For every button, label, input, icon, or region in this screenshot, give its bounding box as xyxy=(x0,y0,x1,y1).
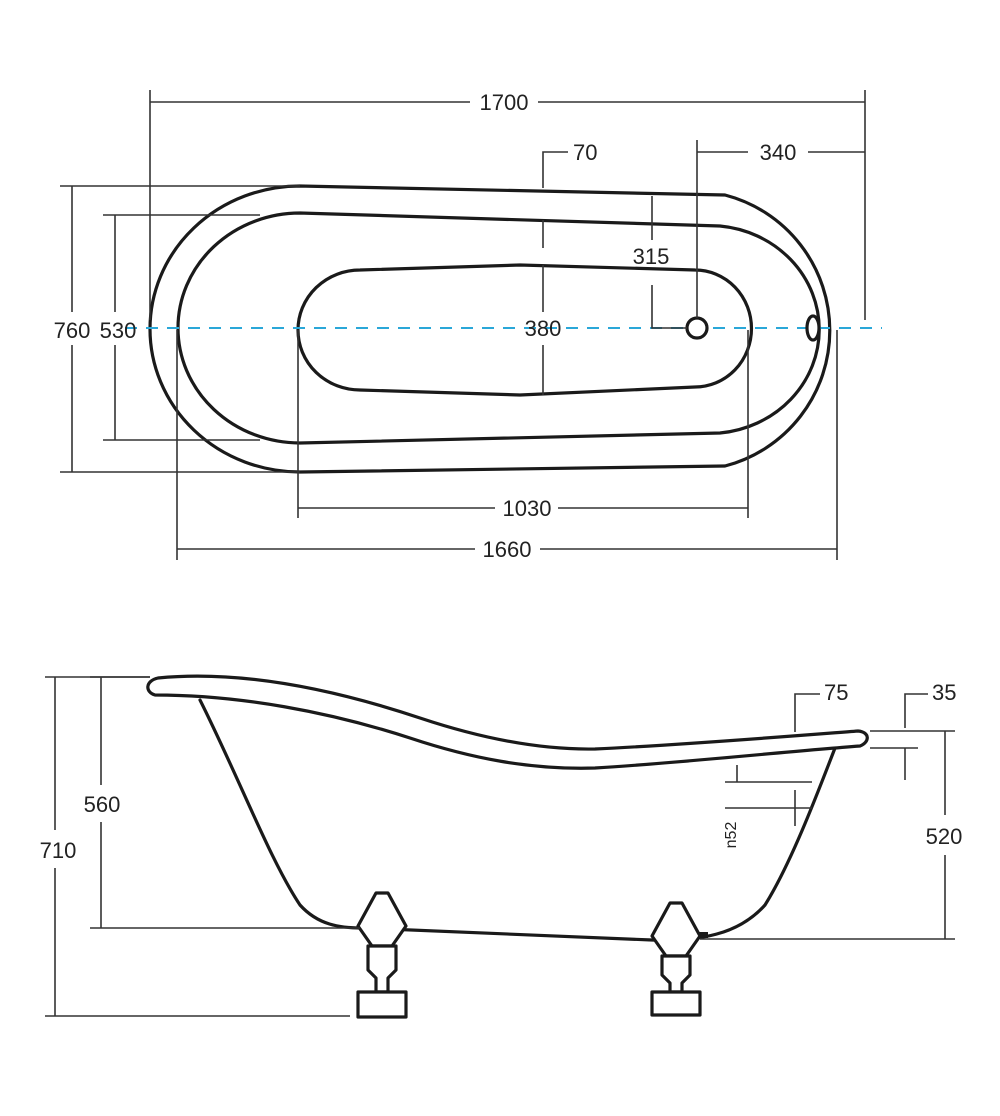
bottom-width-label: 380 xyxy=(525,316,562,341)
inner-length-label: 1660 xyxy=(483,537,532,562)
dimension-body-height: 520 xyxy=(700,730,963,940)
drain-depth-label: 315 xyxy=(633,244,670,269)
dimension-bottom-width: 380 xyxy=(525,265,562,395)
dimension-rim-width: 70 xyxy=(542,140,597,248)
left-foot xyxy=(356,891,408,1019)
dimension-overall-height: 710 xyxy=(40,676,350,1017)
dimension-rim-overhang: 35 xyxy=(870,680,956,780)
dimension-inner-height: 560 xyxy=(84,676,360,929)
dimension-bottom-length: 1030 xyxy=(297,330,749,521)
rim-width-label: 70 xyxy=(573,140,597,165)
overall-length-label: 1700 xyxy=(480,90,529,115)
inner-height-label: 560 xyxy=(84,792,121,817)
drain-offset-label: 340 xyxy=(760,140,797,165)
rim-outline xyxy=(146,674,869,770)
inner-rim-outline xyxy=(176,211,821,445)
bottom-length-label: 1030 xyxy=(503,496,552,521)
side-view: 710 560 520 75 35 xyxy=(40,674,963,1019)
drain-icon xyxy=(685,316,709,340)
outer-rim-outline xyxy=(148,184,832,474)
overflow-icon xyxy=(805,314,821,342)
dimension-drain-offset: 340 xyxy=(696,140,865,318)
overflow-diameter-label: n52 xyxy=(723,822,740,849)
dimension-overflow-diameter: n52 xyxy=(723,765,812,848)
dimension-drain-depth: 315 xyxy=(633,196,687,329)
overall-height-label: 710 xyxy=(40,838,77,863)
right-foot xyxy=(650,901,702,1017)
inner-width-label: 530 xyxy=(100,318,137,343)
tub-body-outline xyxy=(198,698,837,942)
dimension-inner-width: 530 xyxy=(100,214,260,441)
bottom-outline xyxy=(296,263,753,397)
rim-overhang-label: 35 xyxy=(932,680,956,705)
body-height-label: 520 xyxy=(926,824,963,849)
overall-width-label: 760 xyxy=(54,318,91,343)
dimension-overall-length: 1700 xyxy=(149,90,866,320)
dimension-inner-length: 1660 xyxy=(176,330,838,562)
top-view: 1700 70 340 315 380 xyxy=(54,90,882,562)
dimension-overall-width: 760 xyxy=(54,185,300,473)
dimension-rim-thickness: 75 xyxy=(794,680,848,732)
rim-thickness-label: 75 xyxy=(824,680,848,705)
